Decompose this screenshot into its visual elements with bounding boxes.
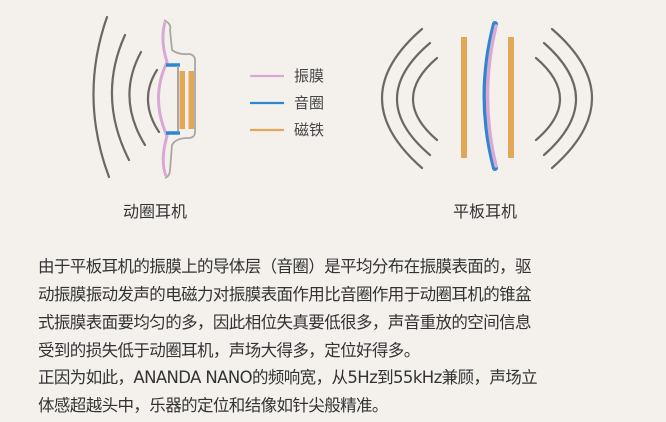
legend-label-magnet: 磁铁	[294, 121, 325, 139]
sound-wave-arc	[146, 68, 161, 134]
legend-label-diaphragm: 振膜	[294, 67, 325, 85]
paragraph-line: 由于平板耳机的振膜上的导体层（音圈）是平均分布在振膜表面的，驱	[38, 257, 532, 276]
sound-wave-arc	[550, 27, 594, 170]
planar-magnet	[461, 37, 467, 158]
sound-wave-arc	[412, 56, 439, 142]
paragraph-line: 受到的损失低于动圈耳机，声场大得多，定位好得多。	[38, 341, 420, 360]
headphone-diagram	[92, 15, 594, 179]
dynamic-diaphragm	[157, 21, 169, 177]
caption-dynamic-headphone: 动圈耳机	[122, 202, 187, 221]
paragraph-line: 动振膜振动发声的电磁力对振膜表面作用比音圈作用于动圈耳机的锥盆	[38, 285, 532, 304]
sound-wave-arc	[92, 15, 111, 179]
paragraph-line: 正因为如此，ANANDA NANO的频响宽，从5Hz到55kHz兼顾，声场立	[38, 368, 538, 387]
sound-wave-arc	[380, 27, 424, 170]
sound-wave-arc	[396, 41, 432, 157]
sound-wave-arc	[110, 33, 131, 162]
sound-wave-arc	[542, 41, 577, 157]
legend-label-voice-coil: 音圈	[294, 94, 325, 112]
caption-planar-headphone: 平板耳机	[452, 202, 517, 221]
driver-housing	[163, 19, 197, 179]
paragraph-line: 体感超越头中，乐器的定位和结像如针尖般精准。	[38, 396, 388, 415]
paragraph-line: 式振膜表面要均匀的多，因此相位失真要低很多，声音重放的空间信息	[38, 313, 532, 332]
sound-wave-arc	[534, 56, 561, 142]
magnet	[188, 71, 194, 129]
magnet	[179, 71, 185, 129]
planar-magnet	[508, 37, 514, 158]
planar-diaphragm	[485, 24, 498, 168]
sound-wave-arc	[128, 50, 147, 147]
